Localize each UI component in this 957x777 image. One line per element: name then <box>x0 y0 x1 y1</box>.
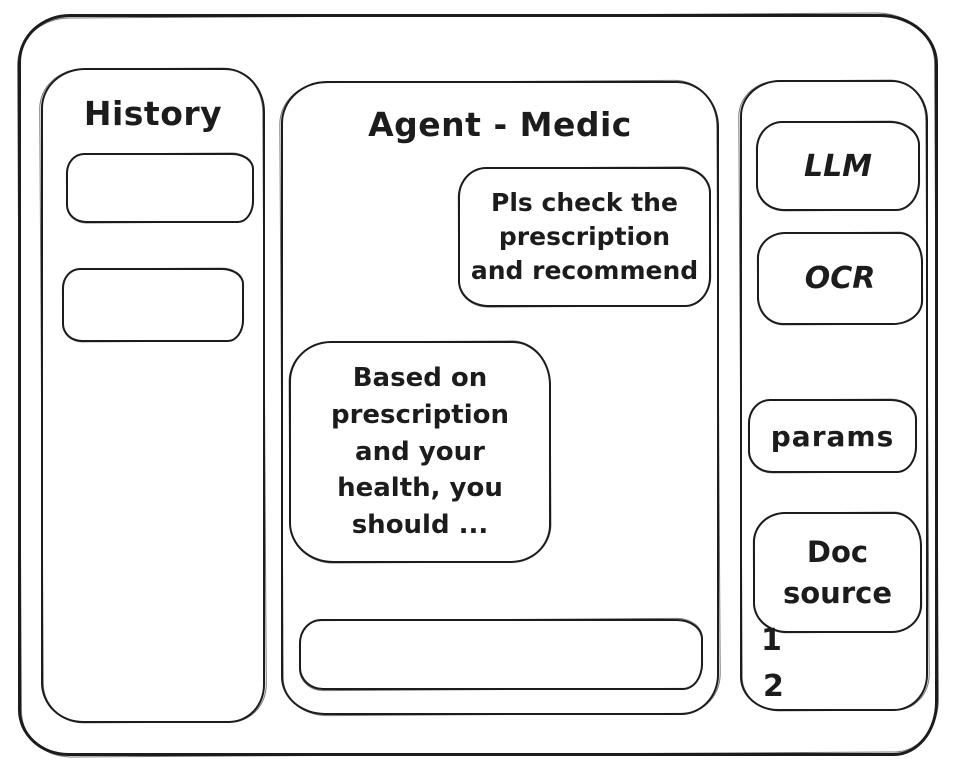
params-button[interactable]: params <box>748 399 917 473</box>
llm-button[interactable]: LLM <box>756 121 920 211</box>
ocr-button[interactable]: OCR <box>757 232 923 325</box>
doc-source-button[interactable]: Doc source <box>753 512 922 633</box>
doc-source-item-1[interactable]: 1 <box>761 623 782 658</box>
doc-source-item-2[interactable]: 2 <box>763 669 784 704</box>
chat-title: Agent - Medic <box>368 105 632 144</box>
assistant-message-bubble: Based on prescription and your health, y… <box>289 341 551 563</box>
tools-panel: LLM OCR params Doc source 1 2 <box>740 80 928 711</box>
chat-input[interactable] <box>299 619 703 690</box>
history-title: History <box>83 94 223 133</box>
app-window: History Agent - Medic Pls check the pres… <box>18 14 938 756</box>
history-item-2[interactable] <box>62 268 244 342</box>
history-item-1[interactable] <box>66 153 254 223</box>
chat-panel: Agent - Medic Pls check the prescription… <box>281 81 719 715</box>
user-message-bubble: Pls check the prescription and recommend <box>458 167 711 307</box>
history-panel: History <box>41 68 265 723</box>
